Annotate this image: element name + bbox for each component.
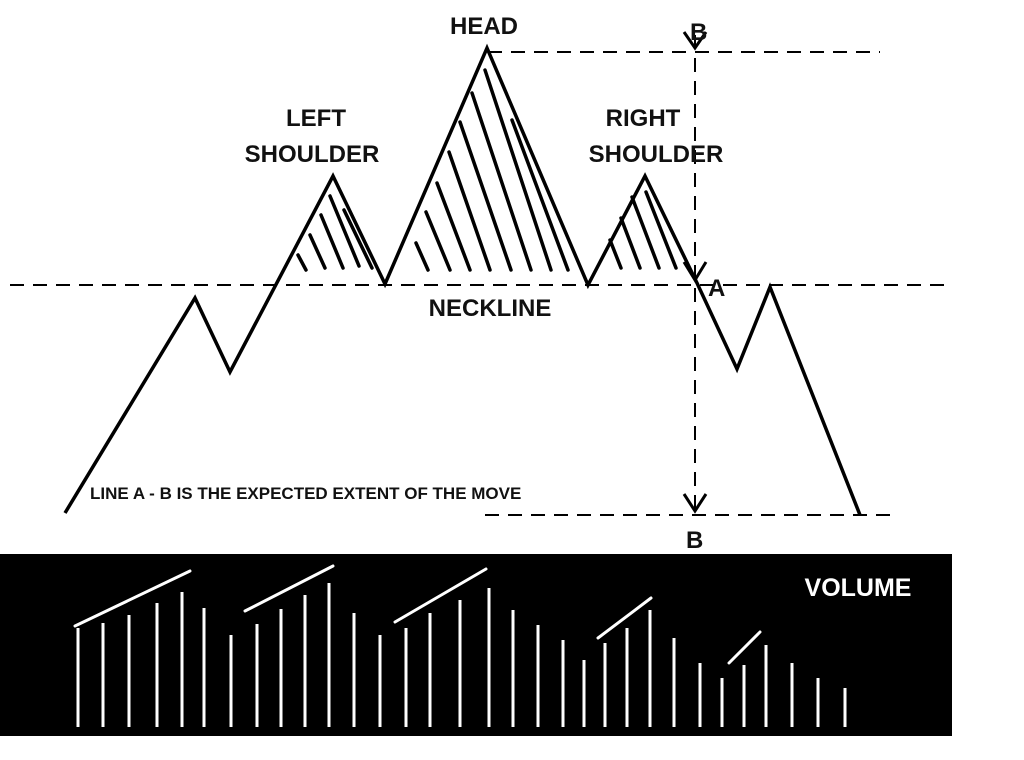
- left-shoulder-label-line1: LEFT: [286, 105, 346, 132]
- right-shoulder-label-line1: RIGHT: [606, 105, 681, 132]
- neckline-label: NECKLINE: [429, 295, 552, 322]
- expected-move-note: LINE A - B IS THE EXPECTED EXTENT OF THE…: [90, 484, 521, 503]
- volume-bars: [76, 583, 847, 727]
- left-shoulder-label-line2: SHOULDER: [245, 141, 380, 168]
- point-b-top-label: B: [690, 19, 707, 46]
- head-hatching: [414, 68, 570, 272]
- volume-label: VOLUME: [805, 574, 912, 602]
- point-b-bottom-label: B: [686, 527, 703, 554]
- arrow-down-top-icon: [682, 31, 708, 51]
- price-line: [63, 43, 862, 516]
- point-a-label: A: [708, 275, 725, 302]
- right-shoulder-label-line2: SHOULDER: [589, 141, 724, 168]
- volume-trend-lines: [73, 564, 762, 665]
- arrow-down-bottom-icon: [682, 493, 708, 514]
- head-label: HEAD: [450, 13, 518, 40]
- left-shoulder-hatching: [296, 194, 374, 272]
- right-shoulder-hatching: [608, 190, 678, 270]
